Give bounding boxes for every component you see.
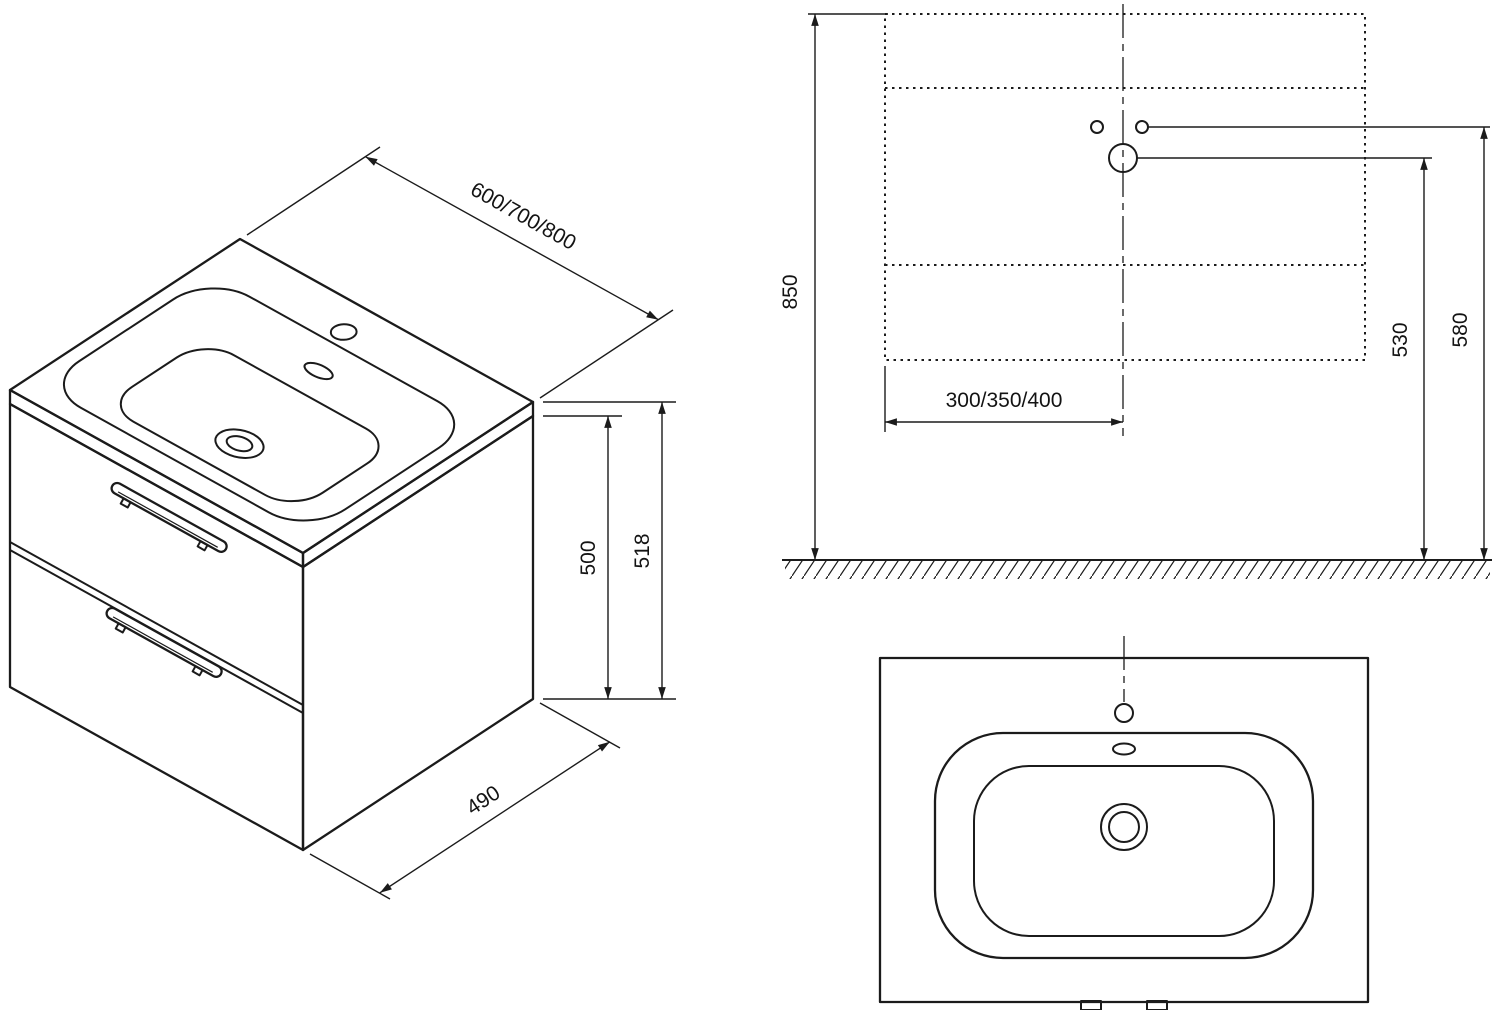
basin-inner-outline [973, 765, 1275, 937]
mounting-tab-left [1080, 1000, 1102, 1010]
handle-leg [191, 665, 204, 677]
floor-hatching [785, 561, 1490, 579]
dimension-height-530: 530 [1389, 158, 1428, 560]
wall-elevation-view: 850 530 580 300/350/400 [779, 4, 1492, 579]
basin-outer-outline [933, 731, 1315, 960]
handle-leg [114, 622, 127, 634]
dimension-line [365, 156, 659, 321]
drawer-divider-upper-line [9, 541, 304, 706]
basin-outer-outline [42, 275, 477, 534]
sink-basin-isometric [42, 260, 500, 534]
basin-top-view [878, 636, 1370, 1010]
height-580-label: 580 [1449, 312, 1472, 347]
countertop-outline [878, 656, 1370, 1004]
countertop-side-edge [301, 400, 535, 569]
width-dimension-label: 600/700/800 [467, 178, 580, 255]
fixing-hole-left [1090, 120, 1104, 134]
dimension-depth: 490 [309, 702, 621, 900]
height-530-label: 530 [1389, 322, 1412, 357]
countertop-top-face [8, 237, 535, 555]
dimension-height-850: 850 [779, 13, 888, 560]
drain-inner [222, 433, 258, 454]
faucet-hole [326, 321, 362, 343]
dimension-height-580: 580 [1449, 127, 1488, 560]
dimension-total-height: 518 [543, 401, 676, 700]
center-offset-label: 300/350/400 [946, 389, 1063, 412]
total-height-dimension-label: 518 [631, 533, 654, 568]
dimension-center-offset: 300/350/400 [884, 366, 1123, 432]
handle-bar [110, 481, 228, 554]
furniture-outline-dotted [884, 13, 1366, 361]
basin-inner-outline [104, 339, 395, 511]
countertop-front-edge [8, 388, 305, 569]
dimension-cabinet-height: 500 [543, 415, 622, 699]
handle-leg [119, 497, 132, 509]
drain-outer [1100, 803, 1148, 851]
drawer-handle-top [110, 481, 228, 554]
overflow-hole [1112, 742, 1136, 756]
extension-line [309, 853, 391, 900]
isometric-view: 600/700/800 518 500 490 [8, 146, 676, 900]
drawer-handle-bottom [105, 606, 223, 679]
extension-line [539, 702, 621, 749]
extension-line [246, 146, 381, 236]
fixing-hole-right [1135, 120, 1149, 134]
depth-dimension-label: 490 [462, 781, 504, 819]
handle-leg [196, 540, 209, 552]
cabinet-side-face [301, 414, 535, 852]
cabinet-height-dimension-label: 500 [577, 540, 600, 575]
handle-edge-line [117, 491, 219, 548]
mounting-tab-right [1146, 1000, 1168, 1010]
extension-line [539, 309, 674, 399]
overflow-hole [300, 360, 338, 382]
handle-edge-line [112, 616, 214, 673]
drain-outer [206, 424, 273, 464]
dimension-line [379, 741, 611, 894]
handle-bar [105, 606, 223, 679]
height-850-label: 850 [779, 274, 802, 309]
faucet-hole [1114, 703, 1134, 723]
drain-inner [1108, 811, 1140, 843]
